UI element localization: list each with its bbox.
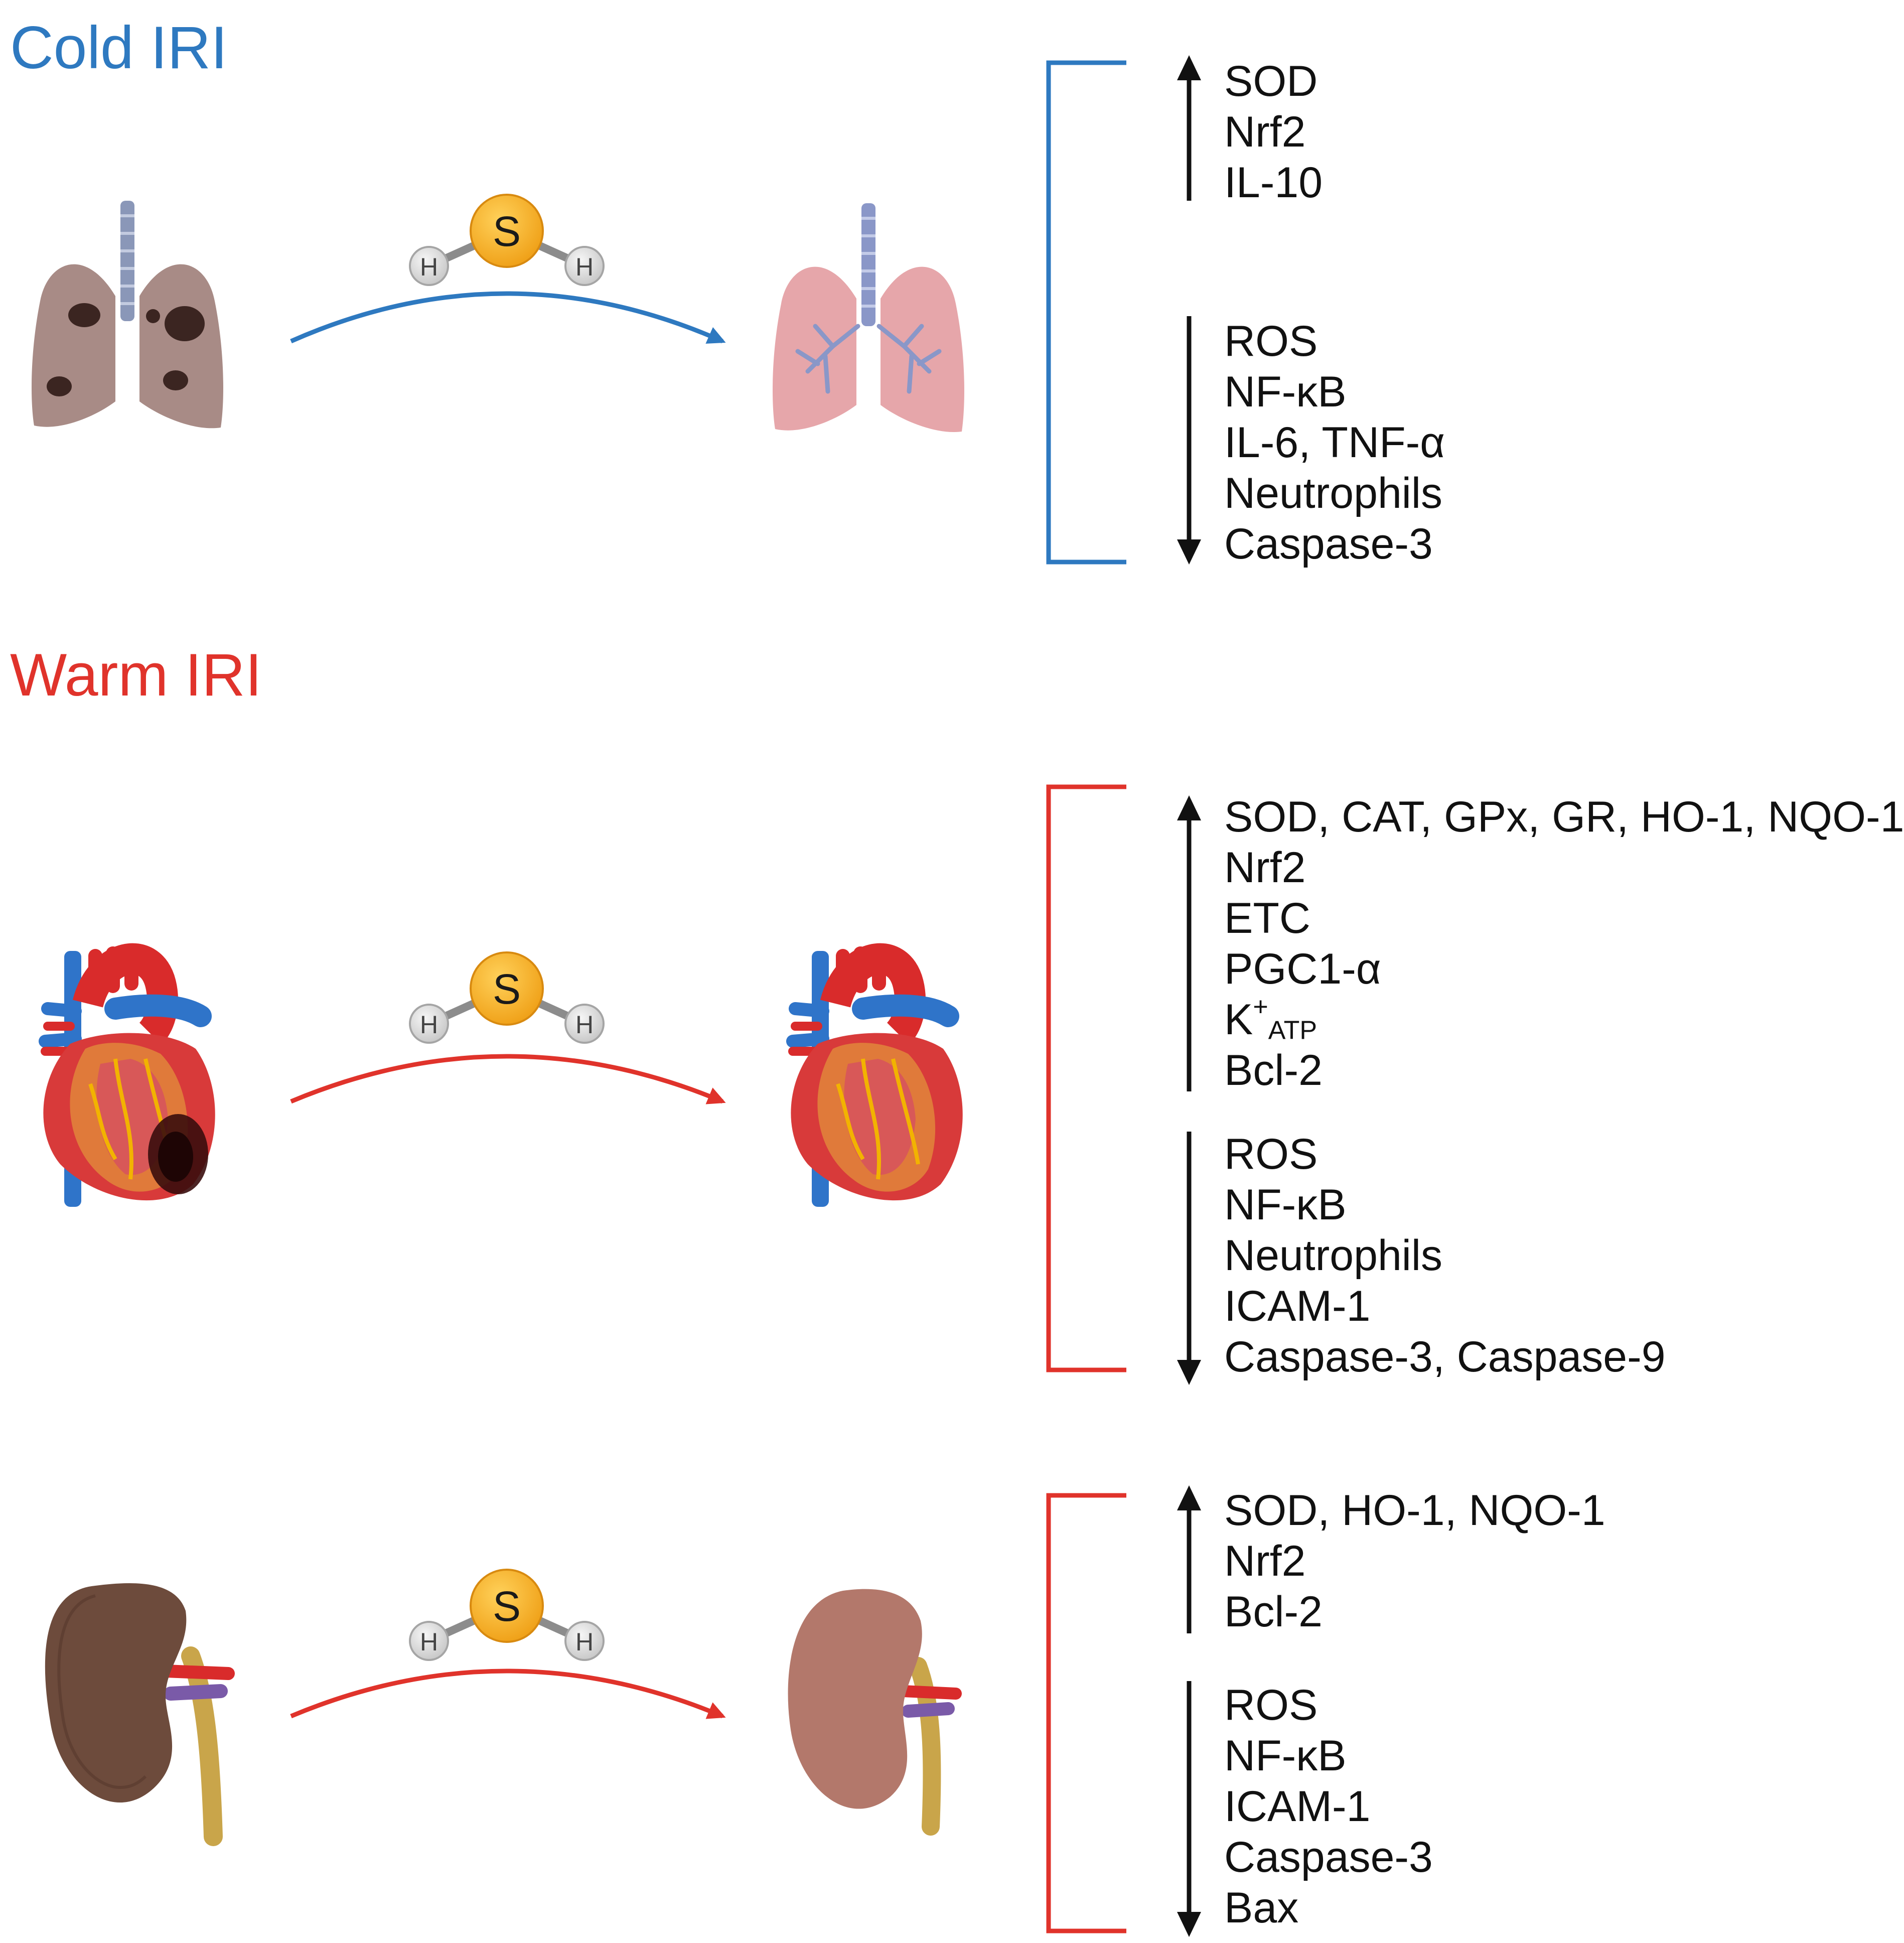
- damaged-kidney-icon: [45, 1583, 235, 1846]
- bracket-cold: [1046, 60, 1126, 565]
- k-atp-sub: ATP: [1268, 1016, 1317, 1045]
- down-arrow-icon: [1177, 1681, 1201, 1937]
- marker-item: NF-κB: [1224, 368, 1347, 416]
- upregulated-list-lung: SOD Nrf2 IL-10: [1224, 56, 1323, 208]
- atom-h-right: H: [575, 253, 594, 281]
- atom-h-left: H: [420, 1011, 438, 1039]
- healthy-heart-icon: [786, 943, 963, 1207]
- marker-item: Bax: [1224, 1884, 1299, 1932]
- marker-item: ROS: [1224, 317, 1318, 365]
- treatment-arrow-heart: [290, 1054, 726, 1104]
- diagram-canvas: S H H S H H S H H: [32, 55, 1201, 1937]
- marker-item: NF-κB: [1224, 1181, 1347, 1229]
- h2s-molecule-kidney: S H H: [409, 1569, 605, 1661]
- marker-item: Nrf2: [1224, 844, 1306, 892]
- marker-item: ICAM-1: [1224, 1282, 1371, 1330]
- marker-item: Caspase-3: [1224, 1833, 1433, 1881]
- atom-h-right: H: [575, 1011, 594, 1039]
- marker-item: Caspase-3: [1224, 520, 1433, 568]
- downregulated-list-lung: ROS NF-κB IL-6, TNF-α Neutrophils Caspas…: [1224, 316, 1445, 570]
- up-arrow-icon: [1177, 55, 1201, 201]
- atom-s: S: [493, 208, 521, 255]
- marker-item: SOD, HO-1, NQO-1: [1224, 1486, 1605, 1535]
- marker-item: Nrf2: [1224, 108, 1306, 156]
- atom-h-right: H: [575, 1628, 594, 1656]
- downregulated-list-heart: ROS NF-κB Neutrophils ICAM-1 Caspase-3, …: [1224, 1129, 1666, 1382]
- marker-item: ICAM-1: [1224, 1782, 1371, 1831]
- healthy-kidney-icon: [788, 1589, 962, 1836]
- marker-item: SOD, CAT, GPx, GR, HO-1, NQO-1: [1224, 793, 1904, 841]
- upregulated-list-heart: SOD, CAT, GPx, GR, HO-1, NQO-1 Nrf2 ETC …: [1224, 792, 1904, 1096]
- down-arrow-icon: [1177, 1132, 1201, 1385]
- k-atp-sup: +: [1253, 992, 1268, 1022]
- up-arrow-icon: [1177, 795, 1201, 1091]
- healthy-lung-icon: [773, 203, 964, 433]
- damaged-lung-icon: [32, 201, 223, 429]
- upregulated-list-kidney: SOD, HO-1, NQO-1 Nrf2 Bcl-2: [1224, 1485, 1605, 1637]
- marker-item: ETC: [1224, 894, 1310, 942]
- bracket-kidney: [1046, 1493, 1126, 1933]
- marker-item: IL-10: [1224, 159, 1323, 207]
- h2s-molecule-cold: S H H: [409, 194, 605, 286]
- down-arrow-icon: [1177, 316, 1201, 565]
- treatment-arrow-kidney: [290, 1669, 726, 1719]
- atom-h-left: H: [420, 253, 438, 281]
- k-atp-base: K: [1224, 996, 1253, 1044]
- atom-h-left: H: [420, 1628, 438, 1656]
- marker-item: Neutrophils: [1224, 469, 1442, 517]
- marker-item: Bcl-2: [1224, 1588, 1323, 1636]
- marker-item: SOD: [1224, 57, 1318, 105]
- h2s-molecule-heart: S H H: [409, 951, 605, 1044]
- marker-item: Nrf2: [1224, 1537, 1306, 1585]
- marker-item: Neutrophils: [1224, 1231, 1442, 1280]
- damaged-heart-icon: [39, 943, 215, 1207]
- up-arrow-icon: [1177, 1485, 1201, 1633]
- atom-s: S: [493, 965, 521, 1013]
- marker-item: ROS: [1224, 1130, 1318, 1178]
- bracket-heart: [1046, 784, 1126, 1372]
- section-title-warm-iri: Warm IRI: [10, 641, 262, 709]
- treatment-arrow-cold: [290, 291, 726, 344]
- marker-item: Caspase-3, Caspase-9: [1224, 1333, 1666, 1381]
- section-title-cold-iri: Cold IRI: [10, 14, 228, 81]
- marker-item: IL-6, TNF-α: [1224, 419, 1445, 467]
- marker-item: NF-κB: [1224, 1732, 1347, 1780]
- marker-item: Bcl-2: [1224, 1046, 1323, 1094]
- marker-item: PGC1-α: [1224, 945, 1381, 993]
- atom-s: S: [493, 1583, 521, 1630]
- marker-item-k-atp: K+ATP: [1224, 992, 1904, 1045]
- marker-item: ROS: [1224, 1681, 1318, 1729]
- downregulated-list-kidney: ROS NF-κB ICAM-1 Caspase-3 Bax: [1224, 1680, 1433, 1933]
